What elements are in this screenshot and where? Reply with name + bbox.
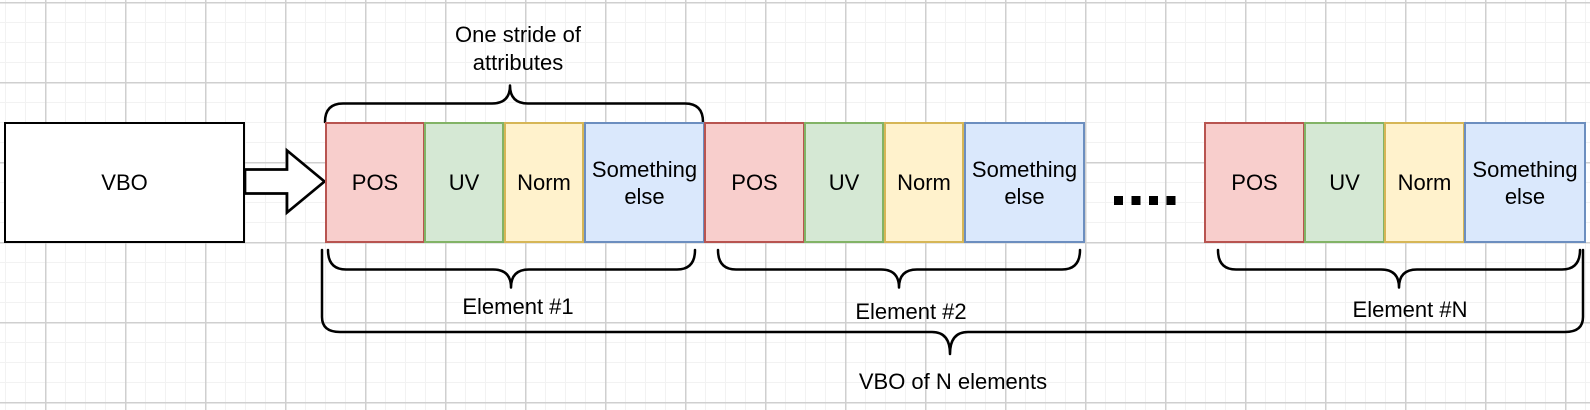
cell-norm[interactable]: Norm — [1384, 122, 1465, 243]
stride-brace[interactable] — [323, 84, 705, 124]
cell-pos[interactable]: POS — [704, 122, 805, 243]
cell-uv[interactable]: UV — [424, 122, 504, 243]
stride-annotation-label[interactable]: One stride of attributes — [455, 22, 581, 75]
cell-uv[interactable]: UV — [804, 122, 884, 243]
vbo-box-label: VBO — [101, 170, 148, 195]
cell-pos[interactable]: POS — [325, 122, 425, 243]
cell-label: POS — [351, 170, 399, 195]
element-2-label[interactable]: Element #2 — [855, 299, 967, 324]
cell-label: Norm — [517, 170, 571, 195]
cell-something-else[interactable]: Something else — [1464, 122, 1586, 243]
cell-label: POS — [731, 170, 778, 195]
cell-label: POS — [1231, 170, 1278, 195]
element-n-label[interactable]: Element #N — [1352, 297, 1468, 322]
vbo-total-brace[interactable] — [320, 248, 1585, 356]
cell-norm[interactable]: Norm — [884, 122, 964, 243]
vbo-box[interactable]: VBO — [4, 122, 245, 243]
cell-label: Norm — [897, 170, 951, 195]
ellipsis-dots-icon[interactable] — [1114, 196, 1176, 205]
cell-norm[interactable]: Norm — [504, 122, 584, 243]
cell-label: Something else — [1472, 156, 1578, 209]
element-1-label[interactable]: Element #1 — [462, 294, 574, 319]
cell-label: Something else — [971, 156, 1078, 209]
element-n-brace[interactable] — [1216, 248, 1582, 289]
element-1-brace[interactable] — [326, 248, 697, 289]
cell-something-else[interactable]: Something else — [584, 122, 705, 243]
cell-label: Norm — [1397, 170, 1452, 195]
cell-pos[interactable]: POS — [1204, 122, 1305, 243]
cell-label: UV — [828, 170, 860, 195]
cell-uv[interactable]: UV — [1304, 122, 1385, 243]
cell-label: UV — [1329, 170, 1360, 195]
element-2-brace[interactable] — [716, 248, 1082, 289]
cell-label: Something else — [591, 156, 698, 209]
cell-something-else[interactable]: Something else — [964, 122, 1085, 243]
cell-label: UV — [448, 170, 480, 195]
block-arrow[interactable] — [243, 147, 327, 216]
vbo-total-label[interactable]: VBO of N elements — [858, 369, 1048, 394]
